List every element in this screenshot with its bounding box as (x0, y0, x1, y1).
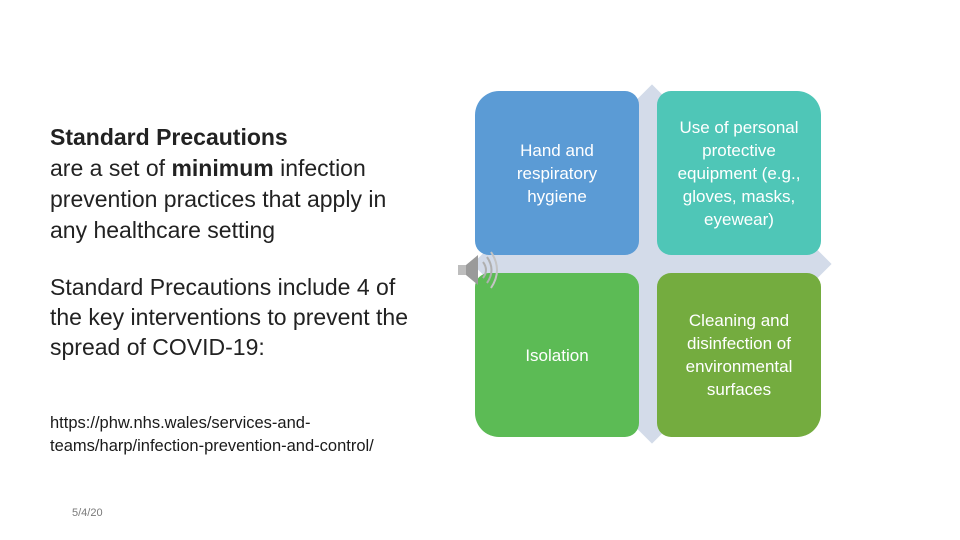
slide-date: 5/4/20 (72, 507, 103, 519)
intro-paragraph: Standard Precautions are a set of minimu… (50, 122, 420, 246)
intro-text-b: infection prevention practices that appl… (50, 155, 387, 243)
source-link[interactable]: https://phw.nhs.wales/services-and-teams… (50, 414, 374, 455)
precautions-diagram: Hand and respiratory hygiene Use of pers… (462, 44, 842, 484)
intro-text-a: are a set of (50, 155, 172, 181)
quadrant-hand-hygiene-label: Hand and respiratory hygiene (516, 140, 598, 206)
quadrant-cleaning-label: Cleaning and disinfection of environment… (685, 311, 793, 399)
quadrant-hand-hygiene: Hand and respiratory hygiene (475, 91, 639, 255)
speaker-icon[interactable] (454, 244, 510, 300)
quadrant-cleaning: Cleaning and disinfection of environment… (657, 273, 821, 437)
intro-title: Standard Precautions (50, 124, 288, 150)
quadrant-ppe: Use of personal protective equipment (e.… (657, 91, 821, 255)
quadrant-isolation: Isolation (475, 273, 639, 437)
quadrant-isolation-label: Isolation (525, 345, 589, 365)
interventions-paragraph: Standard Precautions include 4 of the ke… (50, 274, 408, 360)
quadrant-ppe-label: Use of personal protective equipment (e.… (677, 117, 801, 229)
intro-emphasis: minimum (171, 155, 274, 181)
